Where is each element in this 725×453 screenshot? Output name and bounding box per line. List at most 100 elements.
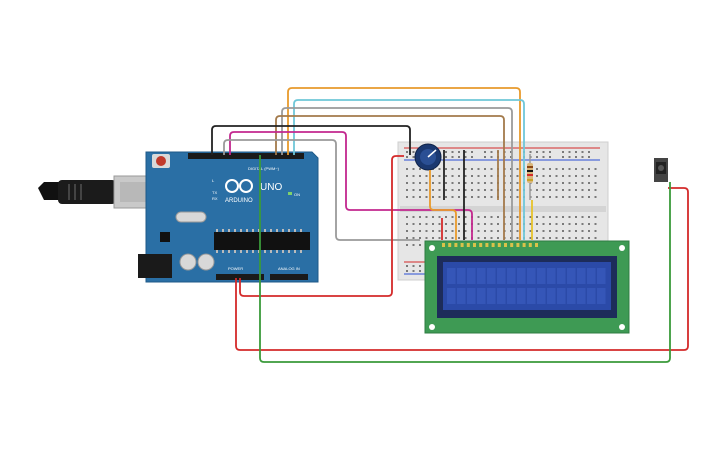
lcd-pin[interactable]: [528, 243, 532, 247]
breadboard-hole[interactable]: [581, 223, 584, 225]
breadboard-hole[interactable]: [575, 168, 577, 170]
breadboard-hole[interactable]: [445, 216, 447, 218]
breadboard-hole[interactable]: [458, 216, 460, 218]
breadboard-hole[interactable]: [419, 196, 421, 198]
breadboard-hole[interactable]: [562, 216, 564, 218]
breadboard-hole[interactable]: [477, 175, 480, 177]
breadboard-hole[interactable]: [412, 189, 415, 191]
breadboard-hole[interactable]: [562, 237, 564, 239]
breadboard-hole[interactable]: [412, 265, 415, 267]
breadboard-hole[interactable]: [542, 168, 545, 170]
breadboard-hole[interactable]: [490, 216, 493, 218]
breadboard-hole[interactable]: [510, 156, 512, 158]
breadboard-hole[interactable]: [425, 230, 428, 232]
breadboard-hole[interactable]: [588, 230, 590, 232]
wire-green-button[interactable]: [259, 155, 671, 363]
breadboard-hole[interactable]: [594, 237, 597, 239]
lcd-pin[interactable]: [448, 243, 452, 247]
breadboard-hole[interactable]: [484, 237, 486, 239]
breadboard-hole[interactable]: [581, 237, 584, 239]
breadboard-hole[interactable]: [451, 196, 454, 198]
breadboard-hole[interactable]: [471, 151, 473, 153]
breadboard-hole[interactable]: [464, 156, 467, 158]
breadboard-hole[interactable]: [445, 175, 447, 177]
breadboard-hole[interactable]: [432, 175, 434, 177]
breadboard-hole[interactable]: [568, 237, 571, 239]
lcd-pin[interactable]: [454, 243, 458, 247]
breadboard-hole[interactable]: [562, 196, 564, 198]
wire-black[interactable]: [211, 125, 411, 155]
breadboard-hole[interactable]: [536, 156, 538, 158]
breadboard-hole[interactable]: [581, 230, 584, 232]
breadboard-hole[interactable]: [510, 230, 512, 232]
breadboard-hole[interactable]: [458, 156, 460, 158]
lcd-pin[interactable]: [535, 243, 538, 247]
breadboard-hole[interactable]: [419, 168, 421, 170]
breadboard-hole[interactable]: [471, 175, 473, 177]
breadboard-hole[interactable]: [445, 196, 447, 198]
arduino-uno-board[interactable]: ARDUINO UNO DIGITAL (PWM~) POWER ANALOG …: [138, 151, 319, 283]
breadboard-hole[interactable]: [549, 216, 551, 218]
breadboard-hole[interactable]: [438, 182, 441, 184]
breadboard-hole[interactable]: [438, 230, 441, 232]
breadboard-hole[interactable]: [438, 175, 441, 177]
breadboard-hole[interactable]: [594, 175, 597, 177]
breadboard-hole[interactable]: [406, 189, 408, 191]
breadboard-hole[interactable]: [451, 230, 454, 232]
breadboard-hole[interactable]: [516, 189, 519, 191]
breadboard-hole[interactable]: [445, 156, 447, 158]
lcd-16x2-icon[interactable]: [424, 240, 630, 334]
breadboard-hole[interactable]: [555, 216, 558, 218]
breadboard-hole[interactable]: [510, 182, 512, 184]
breadboard-hole[interactable]: [425, 216, 428, 218]
breadboard-hole[interactable]: [581, 151, 584, 153]
breadboard-hole[interactable]: [490, 175, 493, 177]
breadboard-hole[interactable]: [588, 196, 590, 198]
breadboard-hole[interactable]: [510, 216, 512, 218]
lcd-pin[interactable]: [442, 243, 445, 247]
breadboard-hole[interactable]: [588, 151, 590, 153]
breadboard-hole[interactable]: [484, 223, 486, 225]
breadboard-hole[interactable]: [510, 196, 512, 198]
breadboard-hole[interactable]: [510, 223, 512, 225]
breadboard-hole[interactable]: [594, 196, 597, 198]
breadboard-hole[interactable]: [516, 237, 519, 239]
breadboard-hole[interactable]: [588, 182, 590, 184]
lcd-pin[interactable]: [516, 243, 520, 247]
breadboard-hole[interactable]: [542, 237, 545, 239]
breadboard-hole[interactable]: [406, 237, 408, 239]
breadboard-hole[interactable]: [451, 168, 454, 170]
breadboard-hole[interactable]: [477, 223, 480, 225]
breadboard-hole[interactable]: [529, 230, 532, 232]
breadboard-hole[interactable]: [529, 223, 532, 225]
breadboard-hole[interactable]: [568, 156, 571, 158]
breadboard-hole[interactable]: [419, 265, 421, 267]
pushbutton-icon[interactable]: [654, 158, 668, 182]
breadboard-hole[interactable]: [412, 175, 415, 177]
breadboard-hole[interactable]: [432, 196, 434, 198]
breadboard-hole[interactable]: [464, 189, 467, 191]
breadboard-hole[interactable]: [549, 156, 551, 158]
breadboard-hole[interactable]: [406, 223, 408, 225]
breadboard-hole[interactable]: [438, 223, 441, 225]
breadboard-hole[interactable]: [510, 175, 512, 177]
wire-brown[interactable]: [275, 115, 505, 240]
breadboard-hole[interactable]: [490, 182, 493, 184]
breadboard-hole[interactable]: [438, 189, 441, 191]
breadboard-hole[interactable]: [497, 223, 499, 225]
breadboard-hole[interactable]: [529, 237, 532, 239]
breadboard-hole[interactable]: [562, 168, 564, 170]
breadboard-hole[interactable]: [425, 223, 428, 225]
breadboard-hole[interactable]: [464, 196, 467, 198]
wire-gray[interactable]: [281, 107, 513, 240]
breadboard-hole[interactable]: [581, 182, 584, 184]
wire-red-button[interactable]: [235, 187, 689, 351]
breadboard-hole[interactable]: [555, 182, 558, 184]
breadboard-hole[interactable]: [477, 182, 480, 184]
breadboard-hole[interactable]: [581, 189, 584, 191]
lcd-pin[interactable]: [460, 243, 464, 247]
breadboard-hole[interactable]: [549, 237, 551, 239]
breadboard-hole[interactable]: [490, 196, 493, 198]
breadboard-hole[interactable]: [588, 168, 590, 170]
